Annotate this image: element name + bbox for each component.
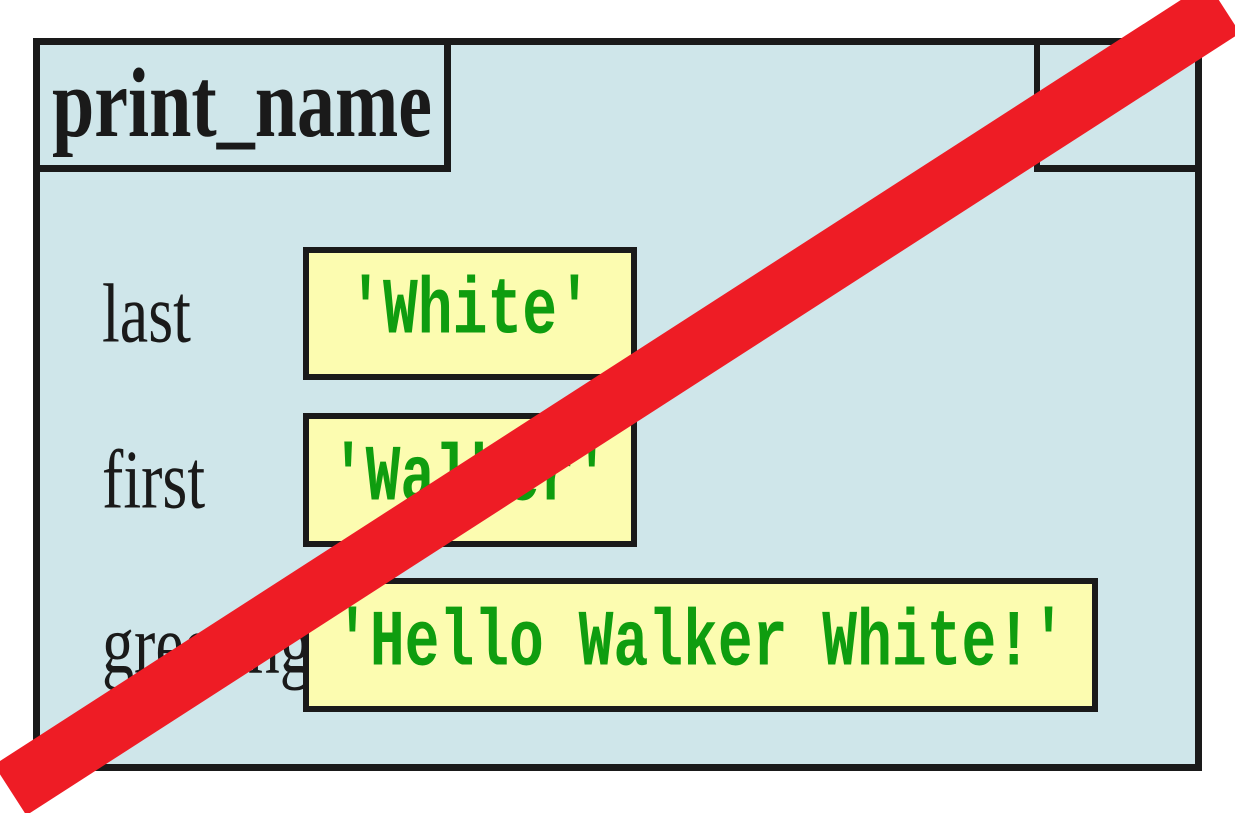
variable-label-first: first: [102, 413, 292, 547]
variable-label-last: last: [102, 247, 292, 380]
value-text: 'White': [348, 267, 592, 358]
value-box-greeting: 'Hello Walker White!': [303, 578, 1098, 712]
variable-name: first: [102, 433, 206, 526]
value-box-last: 'White': [303, 247, 637, 380]
value-text: 'Hello Walker White!': [335, 598, 1066, 689]
variable-name: last: [102, 266, 191, 359]
function-name: print_name: [52, 48, 432, 158]
frame-name-tab: print_name: [33, 38, 451, 172]
